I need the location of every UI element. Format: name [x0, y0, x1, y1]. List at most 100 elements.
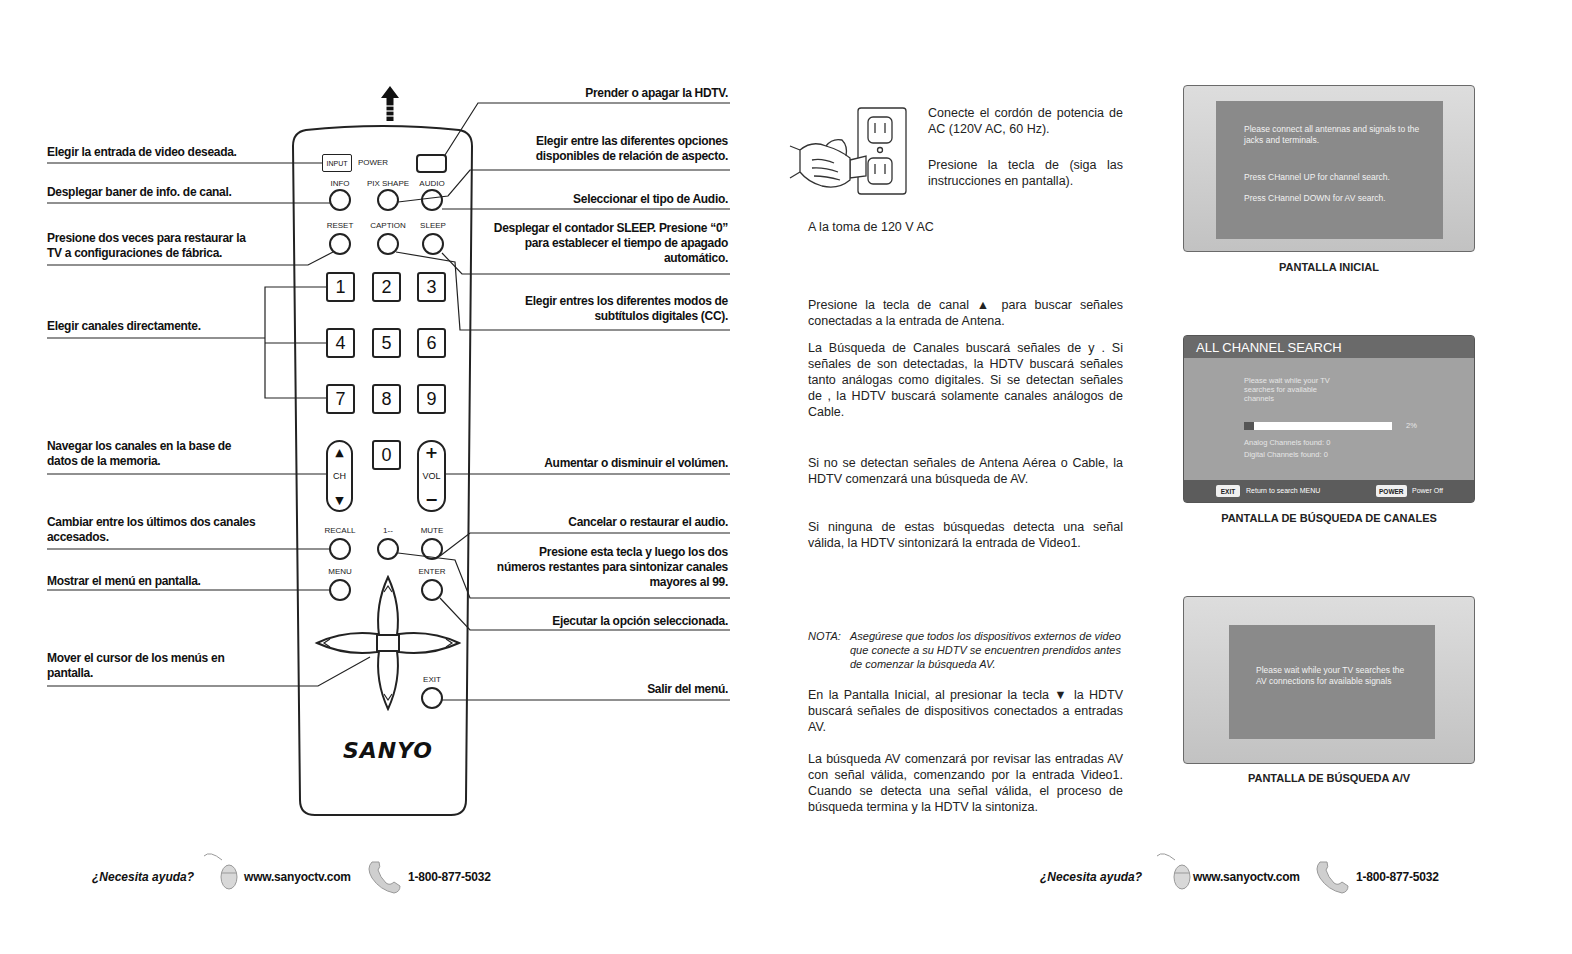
- node-text: Press CHannel UP for channel search.: [1244, 172, 1434, 183]
- brand-logo: SANYO: [323, 738, 453, 763]
- node-text: Analog Channels found: 0: [1244, 438, 1404, 447]
- node-text: INPUT: [327, 160, 348, 167]
- leader-line: [442, 208, 730, 209]
- button-label: RESET: [315, 221, 365, 231]
- up-arrow: [386, 105, 394, 106]
- node-text: Digital Channels found: 0: [1244, 450, 1404, 459]
- outlet-illustration: [812, 168, 838, 172]
- remote-body: [293, 126, 472, 815]
- node-text: 2: [381, 277, 391, 298]
- node-text: 9: [426, 389, 436, 410]
- body-text: En la Pantalla Inicial, al presionar la …: [808, 687, 1123, 735]
- callout-text: Mover el cursor de los menús en pantalla…: [47, 651, 262, 681]
- node-text: CH: [328, 471, 351, 481]
- node-text: ▼: [328, 494, 351, 507]
- outlet-illustration: [868, 158, 892, 184]
- outlet-illustration: [800, 144, 850, 187]
- leader-line: [47, 589, 330, 590]
- outlet-illustration: [790, 146, 800, 178]
- node-text: 5: [381, 333, 391, 354]
- footer-text: 1-800-877-5032: [1356, 870, 1476, 884]
- direction-pad: [317, 577, 459, 709]
- screen-panel: [1244, 422, 1392, 430]
- node-text: Power Off: [1412, 487, 1472, 494]
- node-text: Please wait while your TV searches the A…: [1256, 665, 1416, 687]
- callout-text: Cancelar o restaurar el audio.: [473, 515, 728, 530]
- remote-button: [330, 539, 350, 559]
- remote-button: [330, 580, 350, 600]
- number-key: 4: [326, 328, 355, 358]
- direction-pad: [446, 639, 452, 647]
- mouse-icon: [1174, 865, 1190, 889]
- phone-icon: [1317, 862, 1348, 893]
- remote-button: [422, 688, 442, 708]
- outlet-illustration: [850, 156, 866, 178]
- number-key: 7: [326, 384, 355, 414]
- node-text: 0: [381, 445, 391, 466]
- mouse-icon: [204, 854, 1190, 889]
- node-text: 8: [381, 389, 391, 410]
- button-label: MENU: [315, 567, 365, 577]
- remote-button: [330, 190, 350, 210]
- button-label: ENTER: [407, 567, 457, 577]
- phone-icon: [369, 862, 1348, 893]
- callout-text: Navegar los canales en la base de datos …: [47, 439, 262, 469]
- note-text: NOTA:: [808, 629, 848, 643]
- mouse-icon: [1174, 873, 1190, 874]
- body-text: Conecte el cordón de potencia de AC (120…: [928, 105, 1123, 137]
- direction-pad: [378, 651, 398, 709]
- number-key: 1: [326, 272, 355, 302]
- channel-rocker: ▲CH▼: [326, 440, 353, 512]
- leader-line: [47, 337, 265, 338]
- button-label: PIX SHAPE: [363, 179, 413, 189]
- callout-text: Elegir entre las diferentes opciones dis…: [473, 134, 728, 164]
- up-arrow: [386, 115, 394, 116]
- up-arrow: [386, 110, 394, 111]
- body-text: Presione la tecla de (siga las instrucci…: [928, 157, 1123, 189]
- phone-icon: [369, 862, 400, 893]
- mouse-icon: [221, 865, 237, 889]
- outlet-illustration: [878, 148, 883, 153]
- footer-text: ¿Necesita ayuda?: [1040, 870, 1155, 884]
- node-text: Please connect all antennas and signals …: [1244, 124, 1422, 146]
- up-arrow: [381, 86, 399, 121]
- node-text: +: [419, 443, 444, 462]
- button-label: SLEEP: [408, 221, 458, 231]
- screen-caption: PANTALLA DE BÚSQUEDA A/V: [1183, 772, 1475, 784]
- remote-button: [417, 155, 446, 172]
- remote-body: [293, 126, 472, 815]
- leader-line: [47, 473, 326, 474]
- input-button: INPUT: [322, 154, 352, 172]
- footer-text: www.sanyoctv.com: [244, 870, 364, 884]
- callout-text: Cambiar entre los últimos dos canales ac…: [47, 515, 262, 545]
- remote-button: [378, 539, 398, 559]
- body-text: Presione la tecla de canal ▲ para buscar…: [808, 297, 1123, 329]
- number-key: 6: [417, 328, 446, 358]
- remote-button: [378, 234, 398, 254]
- direction-pad: [384, 586, 392, 592]
- node-text: ALL CHANNEL SEARCH: [1196, 340, 1456, 355]
- leader-line: [265, 287, 326, 398]
- node-text: 6: [426, 333, 436, 354]
- note-text: Asegúrese que todos los dispositivos ext…: [850, 629, 1123, 671]
- remote-button: [378, 190, 398, 210]
- remote-button: [422, 580, 442, 600]
- callout-text: Aumentar o disminuir el volúmen.: [473, 456, 728, 471]
- number-key: 9: [417, 384, 446, 414]
- body-text: Si ninguna de estas búsquedas detecta un…: [808, 519, 1123, 551]
- mouse-icon: [1157, 854, 1175, 860]
- callout-text: Salir del menú.: [473, 682, 728, 697]
- mouse-icon: [204, 854, 222, 860]
- callout-text: Elegir entres los diferentes modos de su…: [473, 294, 728, 324]
- node-text: VOL: [419, 471, 444, 481]
- node-text: EXIT: [1221, 488, 1235, 495]
- node-text: 1: [335, 277, 345, 298]
- button-label: INFO: [315, 179, 365, 189]
- node-text: −: [419, 490, 444, 509]
- callout-text: Ejecutar la opción seleccionada.: [473, 614, 728, 629]
- number-key: 3: [417, 272, 446, 302]
- number-key: 8: [372, 384, 401, 414]
- outlet-illustration: [884, 123, 885, 133]
- footer-text: www.sanyoctv.com: [1193, 870, 1313, 884]
- button-label: CAPTION: [363, 221, 413, 231]
